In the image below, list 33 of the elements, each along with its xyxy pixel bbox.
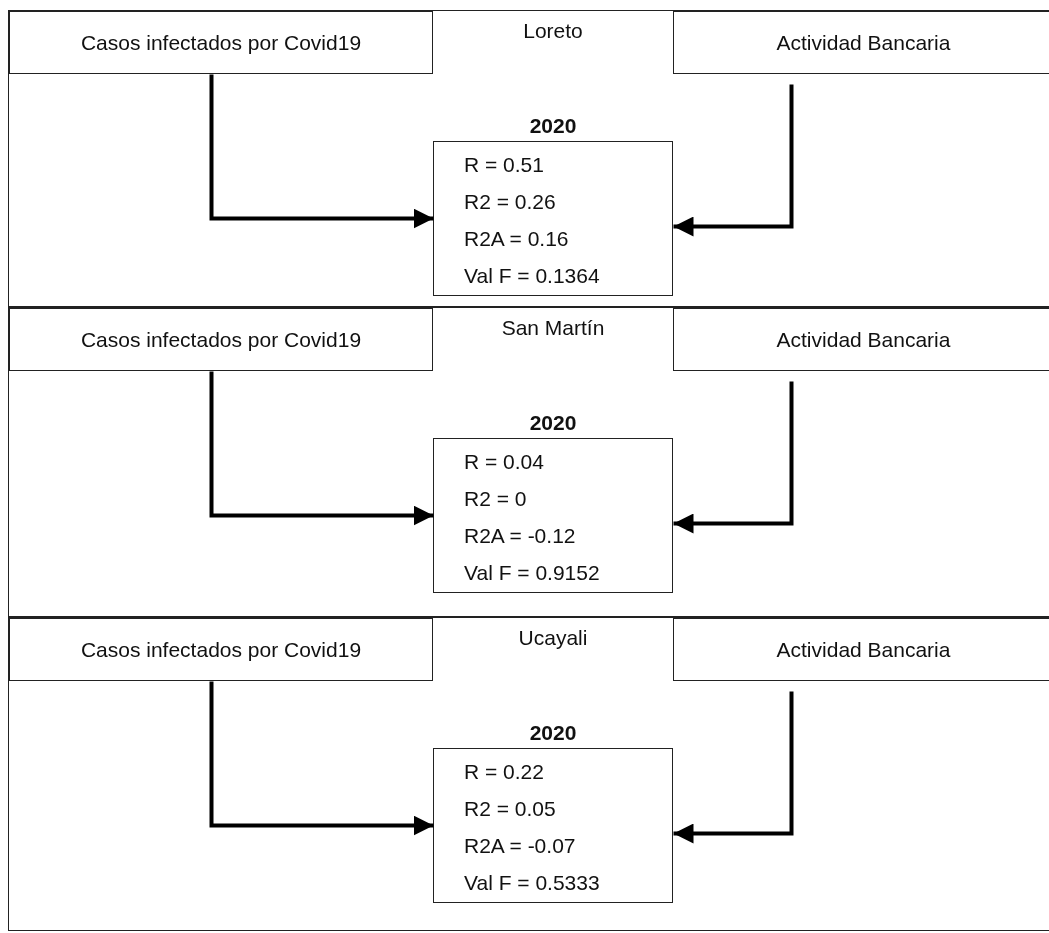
variable-box: Casos infectados por Covid19	[9, 308, 433, 371]
variable-box: Actividad Bancaria	[673, 618, 1049, 681]
year-heading: 2020	[528, 721, 578, 746]
year-heading: 2020	[528, 114, 578, 139]
statistic-line: R2 = 0.26	[464, 189, 557, 215]
arrow	[209, 74, 434, 229]
statistic-line: R2A = 0.16	[464, 226, 570, 252]
statistic-line: Val F = 0.5333	[464, 870, 601, 896]
statistic-line: Val F = 0.1364	[464, 263, 601, 289]
arrow	[209, 681, 434, 836]
arrow	[673, 84, 794, 237]
arrow	[673, 381, 794, 534]
variable-box: Actividad Bancaria	[673, 308, 1049, 371]
statistic-line: R = 0.22	[464, 759, 545, 785]
panel-frame	[8, 10, 1049, 307]
statistic-line: R2 = 0.05	[464, 796, 557, 822]
variable-box: Casos infectados por Covid19	[9, 11, 433, 74]
statistic-line: R2A = -0.07	[464, 833, 577, 859]
arrow	[209, 371, 434, 526]
statistic-line: R = 0.51	[464, 152, 545, 178]
region-label: Ucayali	[517, 626, 589, 650]
panel-frame	[8, 617, 1049, 931]
statistic-line: R2 = 0	[464, 486, 528, 512]
region-label: San Martín	[500, 316, 606, 340]
year-heading: 2020	[528, 411, 578, 436]
statistic-line: R2A = -0.12	[464, 523, 577, 549]
statistic-line: R = 0.04	[464, 449, 545, 475]
region-label: Loreto	[522, 19, 584, 43]
panel-frame	[8, 307, 1049, 617]
variable-box: Casos infectados por Covid19	[9, 618, 433, 681]
statistic-line: Val F = 0.9152	[464, 560, 601, 586]
arrow	[673, 691, 794, 844]
variable-box: Actividad Bancaria	[673, 11, 1049, 74]
